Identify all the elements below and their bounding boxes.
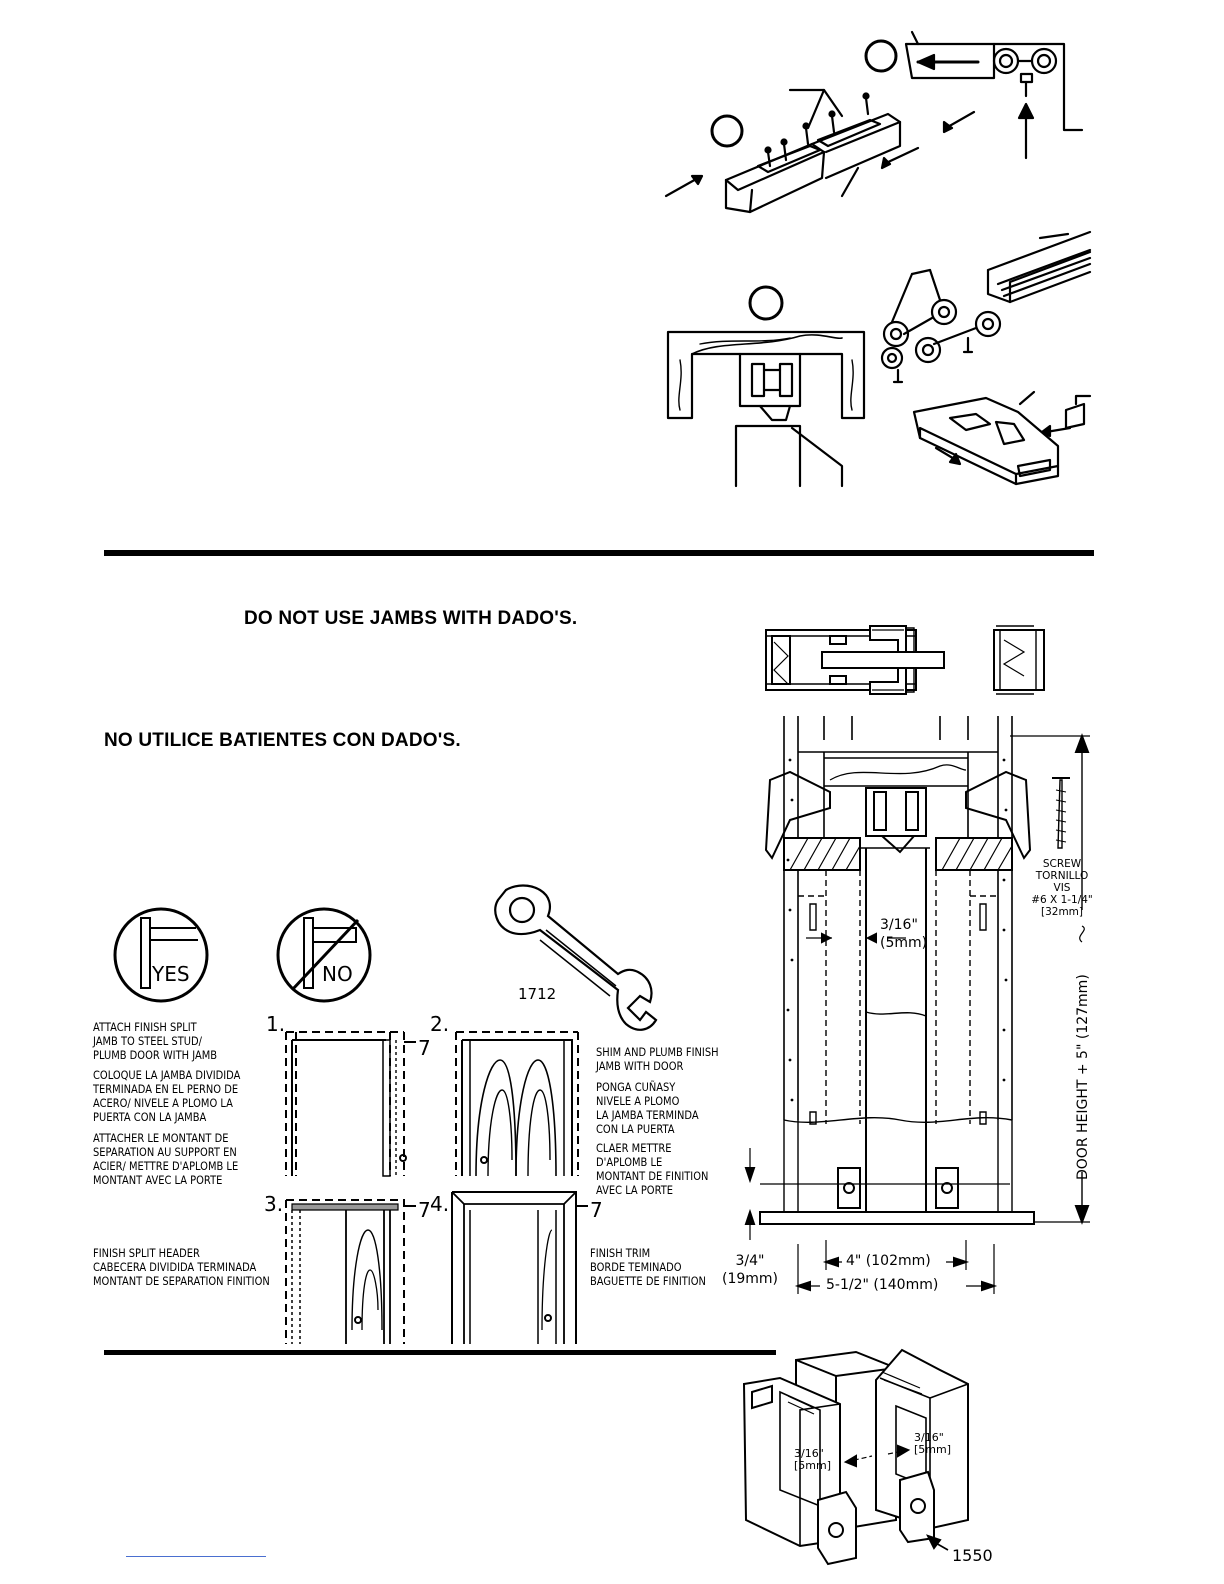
badge-no-label: NO [322, 962, 353, 986]
threshold-dimension: 3/4" (19mm) [722, 1253, 779, 1287]
step-1-number: 1. [266, 1012, 286, 1036]
step-2-number: 2. [430, 1012, 450, 1036]
step-circle-a [864, 39, 898, 73]
step-circle-c [748, 285, 784, 321]
warning-spanish: NO UTILICE BATIENTES CON DADO'S. [104, 730, 461, 751]
step-2-diagram [455, 1031, 579, 1177]
wrench-part-number: 1712 [518, 985, 557, 1003]
badge-yes-label: YES [152, 962, 190, 986]
step-4-diagram [451, 1191, 588, 1344]
door-height-dimension: DOOR HEIGHT + 5" (127mm) [1075, 974, 1091, 1180]
step-1-marker: 7 [418, 1036, 431, 1060]
step-1-diagram [285, 1031, 416, 1177]
step-3-number: 3. [264, 1192, 284, 1216]
yes-badge-icon [113, 907, 209, 1003]
divider-bottom [104, 1350, 776, 1355]
bottom-guide-part-number: 1550 [952, 1546, 993, 1565]
divider-top [104, 550, 1094, 556]
bottom-guide-right-gap: 3/16" [5mm] [914, 1431, 952, 1456]
step-3-marker: 7 [418, 1198, 431, 1222]
gap-dimension: 3/16" (5mm) [880, 917, 928, 951]
inner-width-dimension: 4" (102mm) [846, 1253, 931, 1269]
outer-width-dimension: 5-1/2" (140mm) [826, 1277, 939, 1293]
jamb-plan-section-right [993, 625, 1045, 695]
hanger-assembly-illustration [664, 30, 1092, 488]
warning-english: DO NOT USE JAMBS WITH DADO'S. [244, 608, 578, 629]
wrench-icon [494, 884, 658, 1031]
no-badge-icon [276, 907, 372, 1003]
bottom-guide-left-gap: 3/16" [5mm] [794, 1447, 832, 1472]
step-4-marker: 7 [590, 1198, 603, 1222]
step-circle-b [710, 114, 744, 148]
screw-callout: SCREW TORNILLO VIS #6 X 1-1/4" [32mm] [1031, 858, 1093, 918]
step-3-diagram [285, 1199, 416, 1344]
jamb-plan-section-left [765, 625, 945, 695]
step-4-number: 4. [430, 1192, 450, 1216]
footer-rule [126, 1556, 266, 1557]
